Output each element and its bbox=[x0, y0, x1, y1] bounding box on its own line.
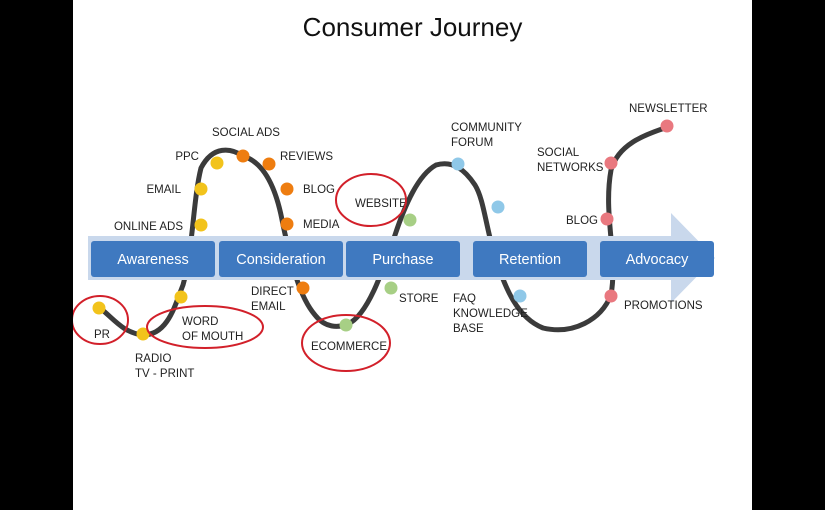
dot-media bbox=[280, 217, 294, 231]
label-blog: BLOG bbox=[303, 184, 335, 196]
dot-store bbox=[384, 281, 398, 295]
dot-website bbox=[403, 213, 417, 227]
label-store: STORE bbox=[399, 293, 439, 305]
stage-label-awareness: Awareness bbox=[117, 252, 188, 268]
label-ppc: PPC bbox=[175, 151, 199, 163]
dot-retention-mid bbox=[491, 200, 505, 214]
stage-box-awareness: Awareness bbox=[91, 241, 215, 277]
journey-diagram: Awareness Consideration Purchase Retenti… bbox=[73, 103, 715, 380]
label-direct: DIRECT bbox=[251, 286, 294, 298]
highlight-pr bbox=[73, 295, 129, 345]
label-community: COMMUNITY bbox=[451, 122, 522, 134]
highlight-word-of-mouth bbox=[146, 305, 264, 349]
stage-label-purchase: Purchase bbox=[372, 252, 433, 268]
dot-promotions bbox=[604, 289, 618, 303]
highlight-ecommerce bbox=[301, 314, 391, 372]
stage-label-consideration: Consideration bbox=[236, 252, 325, 268]
stage-label-advocacy: Advocacy bbox=[626, 252, 690, 268]
dot-pr bbox=[92, 301, 106, 315]
label-blog-advocacy: BLOG bbox=[566, 215, 598, 227]
label-tv-print: TV - PRINT bbox=[135, 368, 194, 380]
dot-newsletter bbox=[660, 119, 674, 133]
dot-email bbox=[194, 182, 208, 196]
label-ecommerce: ECOMMERCE bbox=[311, 341, 387, 353]
label-reviews: REVIEWS bbox=[280, 151, 333, 163]
label-forum: FORUM bbox=[451, 137, 493, 149]
dot-social-ads bbox=[236, 149, 250, 163]
label-networks: NETWORKS bbox=[537, 162, 604, 174]
label-social-ads: SOCIAL ADS bbox=[212, 127, 280, 139]
dot-ecommerce bbox=[339, 318, 353, 332]
label-base: BASE bbox=[453, 323, 484, 335]
label-faq: FAQ bbox=[453, 293, 476, 305]
label-radio: RADIO bbox=[135, 353, 171, 365]
dot-blog bbox=[280, 182, 294, 196]
page-title: Consumer Journey bbox=[302, 12, 523, 42]
highlight-website bbox=[335, 173, 407, 227]
label-website: WEBSITE bbox=[355, 198, 407, 210]
dot-faq bbox=[513, 289, 527, 303]
slide: Consumer Journey Awareness Consideration… bbox=[73, 0, 752, 510]
label-knowledge: KNOWLEDGE bbox=[453, 308, 528, 320]
dot-word-of-mouth bbox=[174, 290, 188, 304]
stage-box-retention: Retention bbox=[473, 241, 587, 277]
label-online-ads: ONLINE ADS bbox=[114, 221, 183, 233]
stage-box-consideration: Consideration bbox=[219, 241, 343, 277]
dot-community-forum bbox=[451, 157, 465, 171]
stage-box-advocacy: Advocacy bbox=[600, 241, 714, 277]
label-pr: PR bbox=[94, 329, 110, 341]
label-of-mouth: OF MOUTH bbox=[182, 331, 243, 343]
dot-reviews bbox=[262, 157, 276, 171]
label-email: EMAIL bbox=[146, 184, 181, 196]
label-social: SOCIAL bbox=[537, 147, 580, 159]
label-promotions: PROMOTIONS bbox=[624, 300, 703, 312]
dot-online-ads bbox=[194, 218, 208, 232]
dot-direct-email bbox=[296, 281, 310, 295]
stage-label-retention: Retention bbox=[499, 252, 561, 268]
dot-social-networks bbox=[604, 156, 618, 170]
label-media: MEDIA bbox=[303, 219, 340, 231]
stage-box-purchase: Purchase bbox=[346, 241, 460, 277]
label-newsletter: NEWSLETTER bbox=[629, 103, 708, 115]
label-direct-email: EMAIL bbox=[251, 301, 286, 313]
label-word: WORD bbox=[182, 316, 218, 328]
dot-blog-advocacy bbox=[600, 212, 614, 226]
dot-radio bbox=[136, 327, 150, 341]
dot-ppc bbox=[210, 156, 224, 170]
